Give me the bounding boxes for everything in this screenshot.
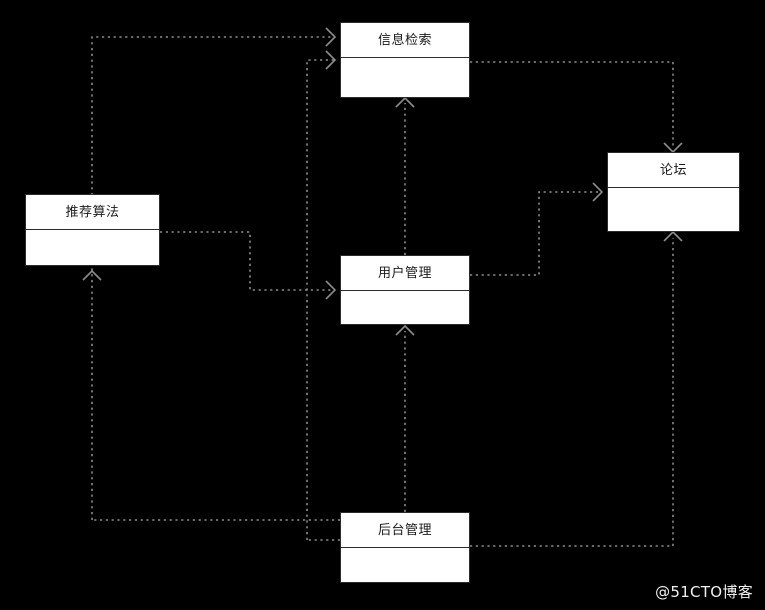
watermark-label: @51CTO博客: [655, 583, 753, 601]
edge-user-to-forum: [470, 182, 604, 276]
edge-arrowhead: [592, 182, 604, 202]
edge-backend-to-recommend: [82, 269, 340, 521]
edge-arrowhead: [82, 269, 102, 281]
edge-arrowhead: [663, 142, 683, 154]
uml-node-header: 用户管理: [341, 256, 469, 291]
uml-node-title: 用户管理: [377, 265, 432, 281]
edge-backend-to-info-second: [306, 50, 337, 540]
uml-node-header: 信息检索: [341, 23, 469, 58]
uml-node-user-management[interactable]: 用户管理: [340, 255, 470, 325]
edge-backend-to-user: [395, 324, 415, 512]
edge-backend-to-info-top: [91, 27, 337, 520]
uml-node-forum[interactable]: 论坛: [607, 152, 740, 232]
edge-arrowhead: [325, 280, 337, 300]
edge-recommend-to-user: [160, 231, 337, 300]
uml-node-info-retrieval[interactable]: 信息检索: [340, 22, 470, 98]
uml-node-title: 信息检索: [377, 32, 432, 48]
uml-node-title: 推荐算法: [65, 204, 120, 220]
uml-node-title: 论坛: [659, 162, 687, 178]
uml-node-recommend-algorithm[interactable]: 推荐算法: [25, 194, 160, 266]
uml-node-header: 推荐算法: [26, 195, 159, 230]
edge-info-to-forum: [470, 61, 683, 154]
uml-node-header: 论坛: [608, 153, 739, 188]
edge-arrowhead: [663, 230, 683, 242]
edge-user-to-info: [395, 96, 415, 255]
edge-backend-to-forum: [470, 230, 683, 547]
uml-node-backend-management[interactable]: 后台管理: [340, 512, 470, 583]
edge-arrowhead: [325, 27, 337, 47]
uml-node-header: 后台管理: [341, 513, 469, 548]
edge-arrowhead: [325, 50, 337, 70]
edge-arrowhead: [395, 96, 415, 108]
edge-arrowhead: [395, 324, 415, 336]
uml-node-title: 后台管理: [377, 522, 432, 538]
